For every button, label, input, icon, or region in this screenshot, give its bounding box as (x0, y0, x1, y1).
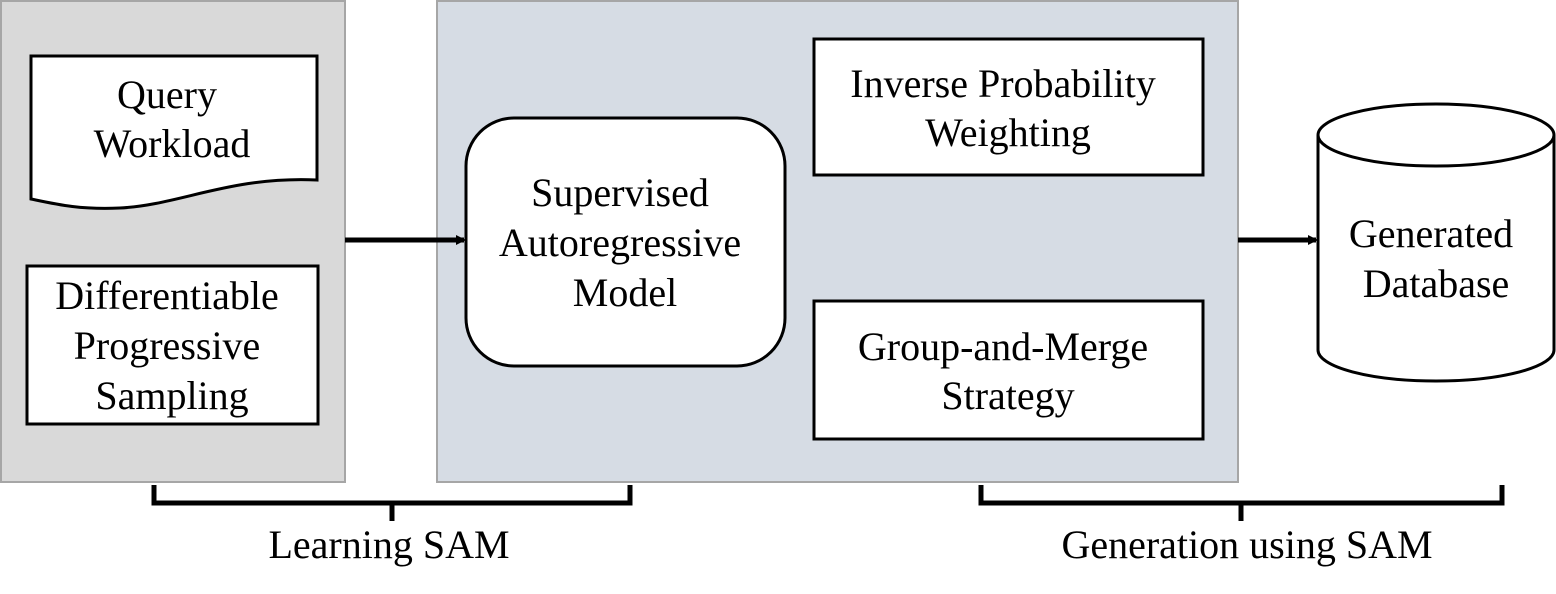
sam-model-line-3: Model (573, 270, 677, 315)
ipw-line-2: Weighting (925, 110, 1091, 155)
sam-model-line-2: Autoregressive (499, 220, 741, 265)
generation-using-sam-label: Generation using SAM (1061, 522, 1432, 567)
generated-database-node: Generated Database (1316, 102, 1556, 383)
generated-database-line-1: Generated (1349, 211, 1513, 256)
ipw-line-1: Inverse Probability (850, 61, 1156, 106)
learning-brace (151, 485, 633, 521)
svg-text:Query Workload: Query Workload (94, 72, 251, 166)
learning-sam-label: Learning SAM (268, 522, 509, 567)
query-workload-node: Query Workload (29, 54, 319, 210)
svg-text:Group-and-Merge Strategy: Group-and-Merge Strategy (858, 324, 1158, 418)
generation-brace (978, 485, 1505, 521)
document-shape (29, 54, 319, 210)
sam-model-line-1: Supervised (531, 170, 709, 215)
sam-model-node: Supervised Autoregressive Model (464, 116, 787, 368)
svg-text:Differentiable Progressi: Differentiable Progressive Sampling (55, 273, 289, 418)
cylinder-body (1316, 135, 1556, 383)
svg-text:Inverse Probability Weig: Inverse Probability Weighting (850, 61, 1166, 155)
ipw-node: Inverse Probability Weighting (812, 37, 1205, 177)
progressive-sampling-line-2: Progressive (74, 323, 261, 368)
svg-text:Supervised Autoregressiv: Supervised Autoregressive Model (499, 170, 751, 315)
cylinder-top (1316, 102, 1556, 168)
progressive-sampling-line-3: Sampling (95, 373, 248, 418)
group-merge-line-1: Group-and-Merge (858, 324, 1148, 369)
query-workload-line-1: Query (117, 72, 217, 117)
progressive-sampling-node: Differentiable Progressive Sampling (25, 264, 320, 426)
group-merge-line-2: Strategy (941, 373, 1074, 418)
query-workload-line-2: Workload (94, 121, 251, 166)
svg-text:Generated Database: Generated Database (1349, 211, 1523, 306)
group-merge-node: Group-and-Merge Strategy (812, 299, 1205, 441)
progressive-sampling-line-1: Differentiable (55, 273, 279, 318)
generated-database-line-2: Database (1363, 261, 1510, 306)
